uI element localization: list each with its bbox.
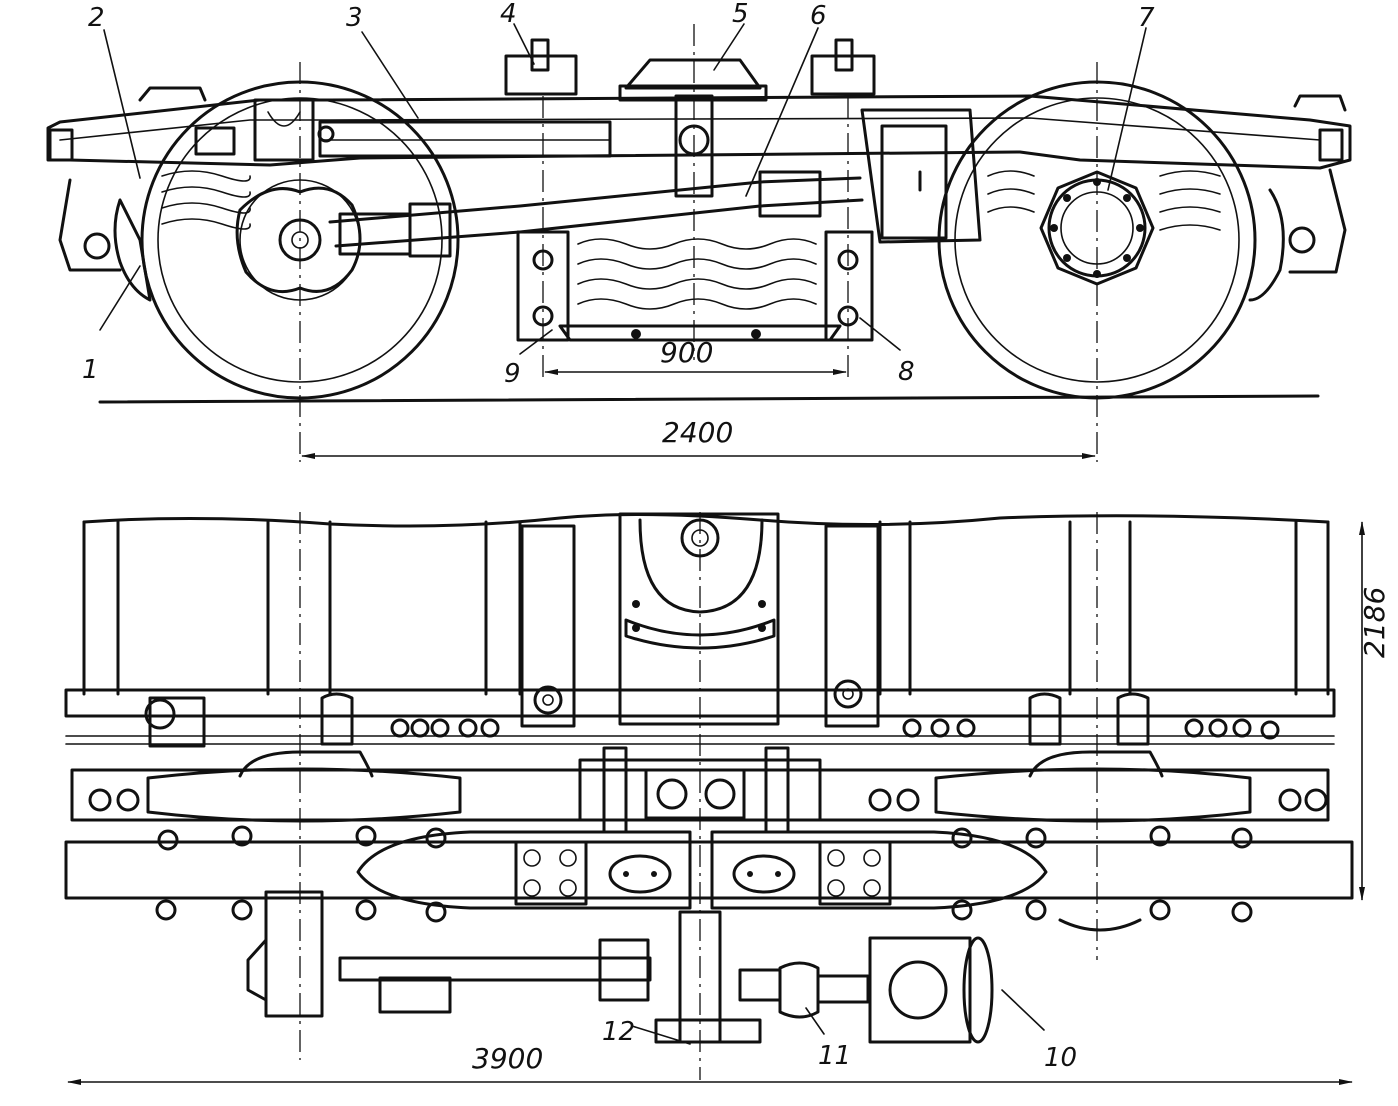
label-9: 9 bbox=[504, 359, 521, 389]
side-view: 900 2400 1 2 3 4 5 6 7 8 9 bbox=[46, 0, 1352, 462]
dim-3900-text: 3900 bbox=[472, 1042, 543, 1075]
label-6: 6 bbox=[810, 1, 827, 31]
label-3: 3 bbox=[346, 3, 363, 33]
left-axle-box-springs bbox=[58, 170, 251, 302]
side-bearers bbox=[504, 38, 876, 96]
bolster-beam bbox=[253, 98, 612, 162]
label-2: 2 bbox=[88, 3, 105, 33]
label-11: 11 bbox=[818, 1041, 851, 1071]
label-5: 5 bbox=[732, 0, 749, 29]
central-spring-set bbox=[516, 230, 874, 342]
label-7: 7 bbox=[1138, 3, 1155, 33]
label-1: 1 bbox=[82, 355, 99, 385]
right-equalizer bbox=[868, 692, 1328, 823]
label-10: 10 bbox=[1044, 1043, 1077, 1073]
label-4: 4 bbox=[500, 0, 517, 29]
plan-view: 2186 3900 10 11 12 bbox=[64, 512, 1391, 1085]
dim-2186-text: 2186 bbox=[1358, 587, 1391, 658]
label-8: 8 bbox=[898, 357, 915, 387]
drive-rod bbox=[328, 170, 864, 258]
central-transom bbox=[520, 512, 880, 728]
center-pivot bbox=[618, 58, 768, 198]
dim-2400-text: 2400 bbox=[662, 416, 733, 449]
label-12: 12 bbox=[602, 1017, 635, 1047]
dim-900-text: 900 bbox=[660, 336, 713, 369]
right-axle-box-springs bbox=[987, 168, 1347, 302]
gearbox-housing bbox=[860, 108, 982, 244]
central-spring-pads bbox=[356, 830, 1048, 910]
frame-posts bbox=[82, 520, 1330, 696]
axle-box-bosses bbox=[155, 825, 1253, 932]
left-equalizer bbox=[88, 692, 500, 823]
side-frame-beams bbox=[64, 688, 1354, 900]
